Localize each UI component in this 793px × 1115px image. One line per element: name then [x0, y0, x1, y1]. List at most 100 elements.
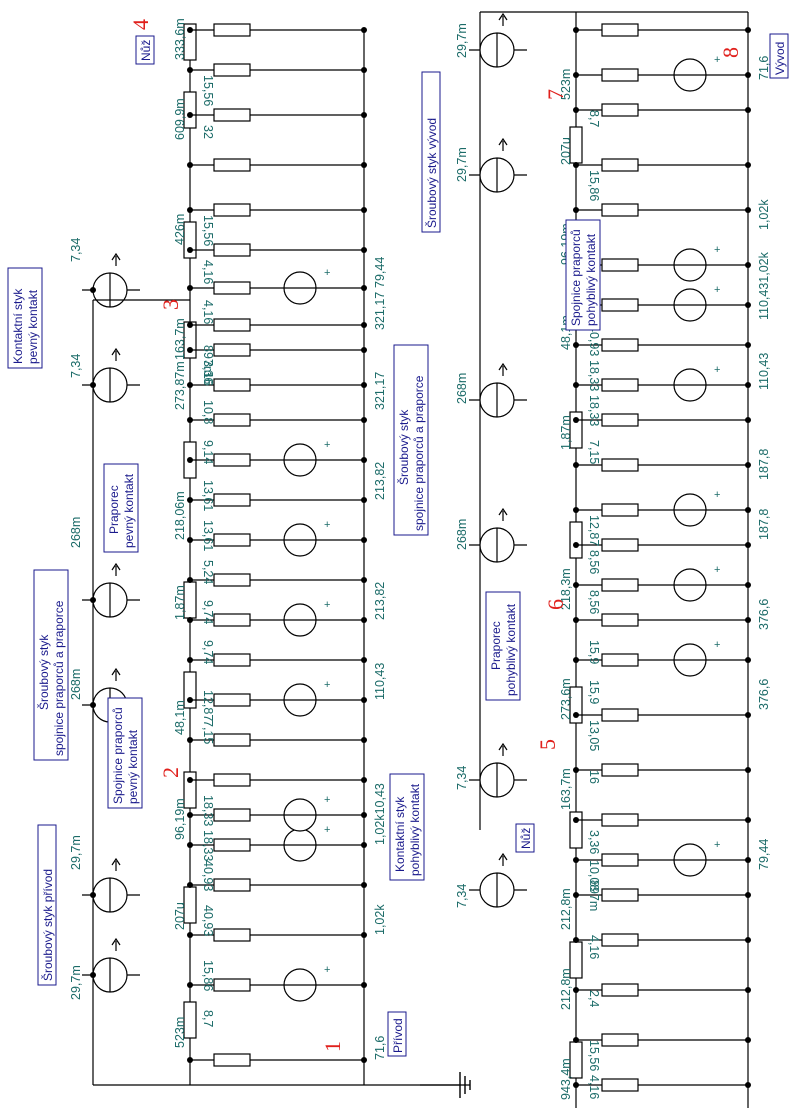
junction-dot	[573, 207, 579, 213]
junction-dot	[745, 987, 751, 993]
junction-dot	[361, 882, 367, 888]
label-praporec-pevny: Praporec pevný kontakt	[103, 463, 139, 553]
resistor-value: 4,16	[587, 935, 601, 959]
junction-dot	[573, 657, 579, 663]
label-value: 7,34	[455, 766, 469, 790]
junction-dot	[361, 67, 367, 73]
junction-dot	[573, 987, 579, 993]
label-value: 333,6m	[173, 18, 187, 60]
junction-dot	[361, 322, 367, 328]
resistor	[213, 838, 251, 852]
label-value: 321,17	[373, 372, 387, 410]
junction-dot	[573, 27, 579, 33]
svg-text:spojnice praporců a praporce: spojnice praporců a praporce	[52, 600, 66, 756]
svg-text:+: +	[714, 244, 720, 256]
label-value: 110,43	[757, 353, 771, 390]
current-source-icon	[82, 857, 140, 913]
junction-dot	[745, 342, 751, 348]
svg-text:spojnice praporců a praporce: spojnice praporců a praporce	[412, 375, 426, 531]
resistor-value: 15,56	[201, 75, 215, 106]
resistor	[213, 243, 251, 257]
resistor	[183, 91, 197, 129]
resistor	[213, 23, 251, 37]
junction-dot	[90, 287, 96, 293]
junction-dot	[745, 417, 751, 423]
resistor-value: 18,33	[587, 395, 601, 426]
resistor	[601, 538, 639, 552]
resistor	[601, 578, 639, 592]
svg-text:Šroubový styk: Šroubový styk	[396, 409, 411, 485]
junction-dot	[187, 162, 193, 168]
label-value: 110,431,02k	[757, 251, 771, 320]
resistor	[213, 453, 251, 467]
resistor-value: 15,86	[587, 170, 601, 201]
label-value: 1,87m	[173, 585, 187, 620]
junction-dot	[745, 262, 751, 268]
label-value: 1,02k	[757, 199, 771, 230]
marker-7: 7	[543, 89, 568, 100]
junction-dot	[187, 457, 193, 463]
resistor	[213, 493, 251, 507]
label-value: 71,6	[373, 1036, 387, 1060]
marker-4: 4	[128, 19, 153, 30]
svg-text:Spojnice praporců: Spojnice praporců	[569, 229, 583, 326]
label-sroub-vyvod: Šroubový styk vývod	[421, 71, 441, 233]
label-value: 268m	[455, 519, 469, 550]
resistor	[601, 158, 639, 172]
label-value: 268m	[69, 669, 83, 700]
resistor	[213, 808, 251, 822]
resistor-value: 3,36	[201, 360, 215, 384]
resistor	[601, 23, 639, 37]
resistor	[601, 338, 639, 352]
junction-dot	[573, 72, 579, 78]
junction-dot	[745, 937, 751, 943]
resistor	[601, 853, 639, 867]
voltage-source-icon: +	[283, 964, 330, 1002]
label-value: 268m	[69, 517, 83, 548]
junction-dot	[187, 737, 193, 743]
resistor	[569, 521, 583, 559]
resistor	[213, 203, 251, 217]
resistor-value: 9,74	[201, 640, 215, 664]
junction-dot	[187, 657, 193, 663]
current-source-icon	[469, 742, 527, 798]
label-value: 29,7m	[69, 965, 83, 1000]
resistor-value: 15,9	[587, 680, 601, 704]
resistor-value: 15,9	[587, 640, 601, 664]
junction-dot	[187, 1057, 193, 1063]
resistor	[213, 693, 251, 707]
resistor	[213, 378, 251, 392]
resistor	[213, 773, 251, 787]
resistor	[213, 573, 251, 587]
svg-text:+: +	[324, 794, 330, 806]
junction-dot	[745, 1082, 751, 1088]
current-source-icon	[82, 937, 140, 993]
svg-text:+: +	[324, 439, 330, 451]
resistor	[601, 1033, 639, 1047]
resistor	[213, 281, 251, 295]
resistor	[601, 983, 639, 997]
svg-text:Kontaktní styk: Kontaktní styk	[11, 288, 25, 364]
resistor	[569, 411, 583, 449]
label-value: 48,1m	[173, 700, 187, 735]
svg-text:Spojnice praporců: Spojnice praporců	[111, 707, 125, 804]
resistor-value: 13,61	[201, 480, 215, 511]
voltage-source-icon: +	[673, 839, 720, 877]
resistor	[213, 1053, 251, 1067]
resistor	[213, 978, 251, 992]
svg-text:+: +	[714, 639, 720, 651]
junction-dot	[361, 382, 367, 388]
label-privod: Přívod	[387, 1011, 407, 1057]
label-value: 163,7m	[559, 768, 573, 810]
label-value: 609,9m	[173, 98, 187, 140]
voltage-source-icon: +	[283, 794, 330, 832]
resistor	[601, 258, 639, 272]
junction-dot	[361, 657, 367, 663]
resistor	[601, 813, 639, 827]
junction-dot	[573, 767, 579, 773]
svg-text:+: +	[714, 839, 720, 851]
resistor-value: 3,36	[587, 830, 601, 854]
voltage-source-icon: +	[673, 489, 720, 527]
resistor-value: 12,87	[201, 690, 215, 721]
resistor	[601, 1078, 639, 1092]
